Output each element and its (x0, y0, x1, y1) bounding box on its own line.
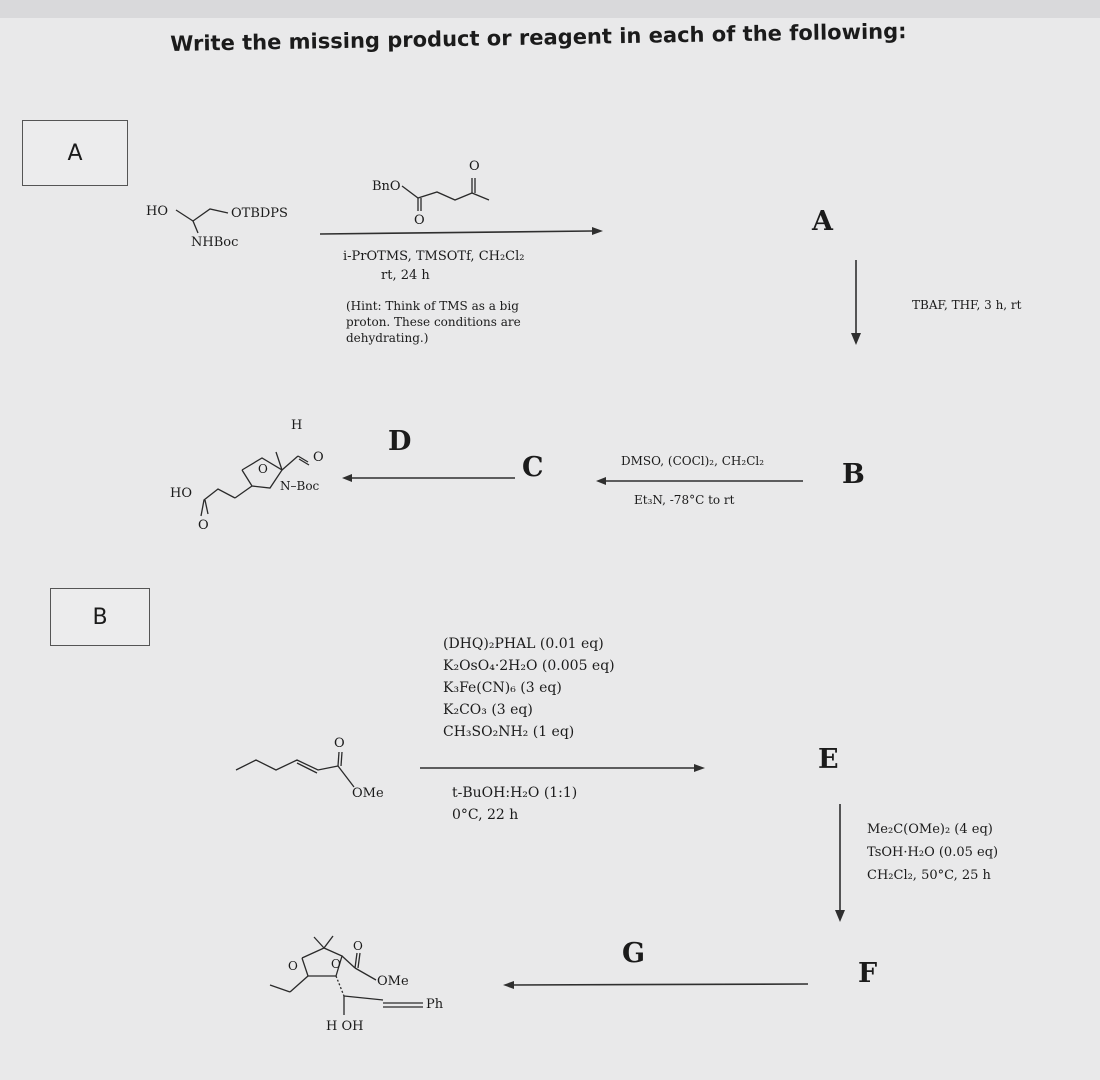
product-e-label: E (818, 744, 839, 775)
dihydroxylation-solvent: t-BuOH:H₂O (1:1) 0°C, 22 h (452, 782, 577, 826)
hint-line-1: (Hint: Think of TMS as a big (346, 299, 519, 313)
start-nhboc-bond (192, 220, 199, 234)
section-a-label: A (67, 140, 83, 166)
ac-cond-3: CH₂Cl₂, 50°C, 25 h (867, 868, 991, 883)
dihydroxylation-conditions: (DHQ)₂PHAL (0.01 eq) K₂OsO₄·2H₂O (0.005 … (443, 633, 615, 743)
product-d-ring (241, 457, 283, 489)
start-skeleton-a (175, 208, 229, 222)
dh-cond-7: 0°C, 22 h (452, 807, 519, 823)
section-a-box: A (22, 120, 128, 186)
enoate-skeleton (235, 759, 339, 771)
arrow-1-head (592, 227, 603, 235)
start-otbdps-label: OTBDPS (231, 206, 288, 221)
hint-text: (Hint: Think of TMS as a big proton. The… (346, 298, 521, 346)
arrow-3-head (596, 477, 606, 485)
dh-cond-1: (DHQ)₂PHAL (0.01 eq) (443, 636, 604, 652)
arrow-5-head (694, 764, 705, 772)
acetonide-ring (301, 947, 343, 977)
arrow-4-head (342, 474, 352, 482)
product-b-label: B (842, 459, 865, 490)
acetonide-o-1: O (288, 959, 298, 973)
reagent-skeleton (401, 185, 490, 201)
swern-line-1: DMSO, (COCl)₂, CH₂Cl₂ (621, 454, 765, 468)
tbaf-conditions: TBAF, THF, 3 h, rt (912, 298, 1022, 312)
product-d-label: D (388, 426, 412, 457)
acetonide-ester-o: O (353, 939, 363, 953)
product-d-h: H (291, 418, 303, 433)
ac-cond-2: TsOH·H₂O (0.05 eq) (867, 845, 999, 860)
arrow-7-head (503, 981, 514, 989)
arrow-2-head (851, 333, 861, 345)
dh-cond-5: CH₃SO₂NH₂ (1 eq) (443, 724, 575, 740)
hint-line-2: proton. These conditions are (346, 315, 521, 329)
hint-line-3: dehydrating.) (346, 331, 429, 345)
dh-cond-3: K₃Fe(CN)₆ (3 eq) (443, 680, 562, 696)
dh-cond-4: K₂CO₃ (3 eq) (443, 702, 533, 718)
arrow-1-shaft (319, 230, 593, 235)
final-h-oh: H OH (326, 1019, 364, 1034)
section-b-box: B (50, 588, 150, 646)
alkyne-ph: Ph (426, 997, 444, 1012)
arrow-7-shaft (511, 983, 809, 986)
product-g-label: G (622, 938, 646, 969)
conditions-line-1: i-PrOTMS, TMSOTf, CH₂Cl₂ (343, 249, 525, 264)
top-band (0, 0, 1100, 18)
swern-line-2: Et₃N, -78°C to rt (634, 493, 735, 507)
enoate-co-bond (337, 751, 340, 767)
product-d-o-aldehyde: O (313, 450, 324, 465)
acetonide-conditions: Me₂C(OMe)₂ (4 eq) TsOH·H₂O (0.05 eq) CH₂… (867, 818, 998, 887)
product-c-label: C (522, 452, 544, 483)
reaction-a-conditions: i-PrOTMS, TMSOTf, CH₂Cl₂ rt, 24 h (343, 247, 525, 285)
reagent-ester-o: O (414, 213, 425, 228)
product-d-aldehyde-bond (281, 455, 299, 471)
section-b-label: B (92, 604, 108, 630)
dh-cond-6: t-BuOH:H₂O (1:1) (452, 785, 578, 801)
product-d-chain (234, 485, 253, 499)
product-d-ho: HO (170, 486, 192, 501)
product-d-nboc: N–Boc (280, 479, 320, 493)
product-d-o-ring: O (258, 462, 268, 476)
enoate-o-label: O (334, 736, 345, 751)
reagent-bno-label: BnO (372, 179, 401, 194)
ac-cond-1: Me₂C(OMe)₂ (4 eq) (867, 822, 993, 837)
product-f-label: F (858, 958, 878, 989)
acetonide-o-2: O (331, 957, 341, 971)
reagent-ketone-o: O (469, 159, 480, 174)
conditions-line-2: rt, 24 h (381, 268, 430, 283)
arrow-6-head (835, 910, 845, 922)
dh-cond-2: K₂OsO₄·2H₂O (0.005 eq) (443, 658, 615, 674)
product-a-label: A (812, 206, 833, 237)
enoate-ome-label: OMe (352, 786, 384, 801)
product-d-o-acid: O (198, 518, 209, 533)
acetonide-ome: OMe (377, 974, 409, 989)
start-nhboc-label: NHBoc (191, 235, 239, 250)
start-ho-label: HO (146, 204, 168, 219)
